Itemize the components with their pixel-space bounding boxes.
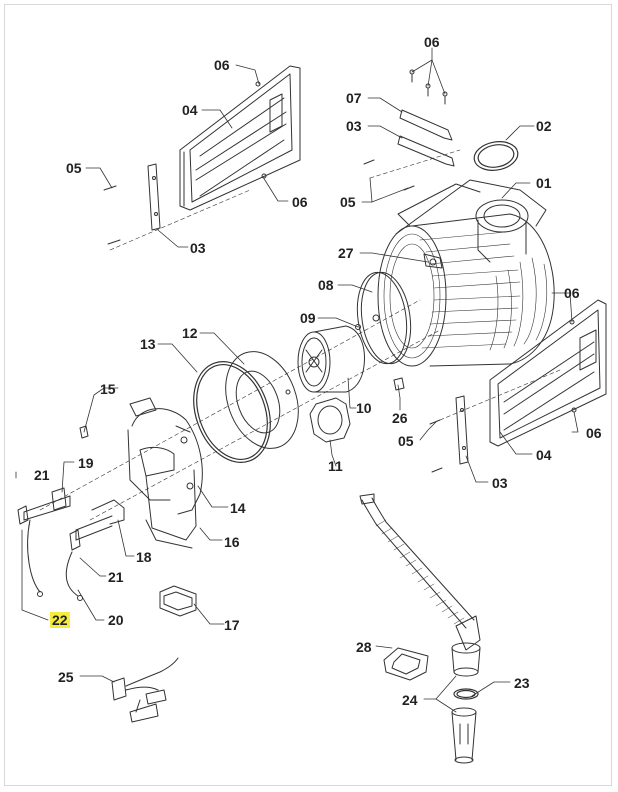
flue-pipe-24: [451, 642, 481, 764]
callout-27: 27: [338, 245, 354, 261]
callout-17: 17: [224, 617, 240, 633]
screw-15: [79, 425, 89, 439]
page-border: [4, 4, 612, 786]
callout-02: 02: [536, 118, 552, 134]
callout-15: 15: [100, 381, 116, 397]
callout-01: 01: [536, 175, 552, 191]
o-ring-13: [193, 361, 271, 463]
callout-25: 25: [58, 669, 74, 685]
bracket-left-upper: [179, 65, 301, 211]
callout-24: 24: [402, 692, 418, 708]
heat-exchanger-01: [377, 179, 555, 367]
callout-16: 16: [224, 534, 240, 550]
callout-06: 06: [292, 194, 308, 210]
callout-18: 18: [136, 549, 152, 565]
callout-14: 14: [230, 500, 246, 516]
callout-23: 23: [514, 675, 530, 691]
cover-17: [159, 585, 197, 617]
gasket-28: [383, 647, 429, 681]
fan-housing-14: [127, 397, 203, 549]
ring-02: [473, 141, 519, 171]
callout-10: 10: [356, 400, 372, 416]
callout-22-highlight: 22: [50, 612, 70, 628]
callout-05: 05: [66, 160, 82, 176]
plate-08: [356, 271, 412, 365]
electrode-19-21: [17, 487, 71, 597]
callout-08: 08: [318, 277, 334, 293]
callout-26: 26: [392, 410, 408, 426]
burner-10: [297, 324, 365, 393]
callout-22: 22: [50, 612, 70, 628]
o-ring-23: [453, 688, 479, 700]
gasket-11: [309, 397, 351, 443]
bracket-strip-left: [103, 163, 161, 245]
callout-07: 07: [346, 90, 362, 106]
callout-13: 13: [140, 336, 156, 352]
callout-03: 03: [492, 475, 508, 491]
callout-06: 06: [214, 57, 230, 73]
top-bracket-07: [399, 69, 453, 141]
callout-28: 28: [356, 639, 372, 655]
screw-26: [393, 377, 405, 391]
bracket-right-lower: [489, 299, 607, 447]
callout-09: 09: [300, 310, 316, 326]
callout-12: 12: [182, 325, 198, 341]
callout-04: 04: [182, 102, 198, 118]
wiring-harness-25: [111, 657, 179, 723]
callout-03: 03: [190, 240, 206, 256]
bracket-strip-right: [429, 395, 469, 473]
callout-05: 05: [340, 194, 356, 210]
callout-06: 06: [564, 285, 580, 301]
callout-19: 19: [78, 455, 94, 471]
callout-21: 21: [108, 569, 124, 585]
callout-21: 21: [34, 467, 50, 483]
electrode-18-21-20: [65, 499, 125, 601]
callout-06: 06: [424, 34, 440, 50]
top-bracket-03: [363, 135, 455, 191]
callout-06: 06: [586, 425, 602, 441]
fan-plate-12: [225, 351, 299, 449]
callout-11: 11: [328, 458, 343, 474]
leader-lines: [15, 47, 579, 713]
flue-hose-24: [359, 493, 481, 651]
callout-04: 04: [536, 447, 552, 463]
callout-20: 20: [108, 612, 124, 628]
callout-05: 05: [398, 433, 414, 449]
callout-03: 03: [346, 118, 362, 134]
